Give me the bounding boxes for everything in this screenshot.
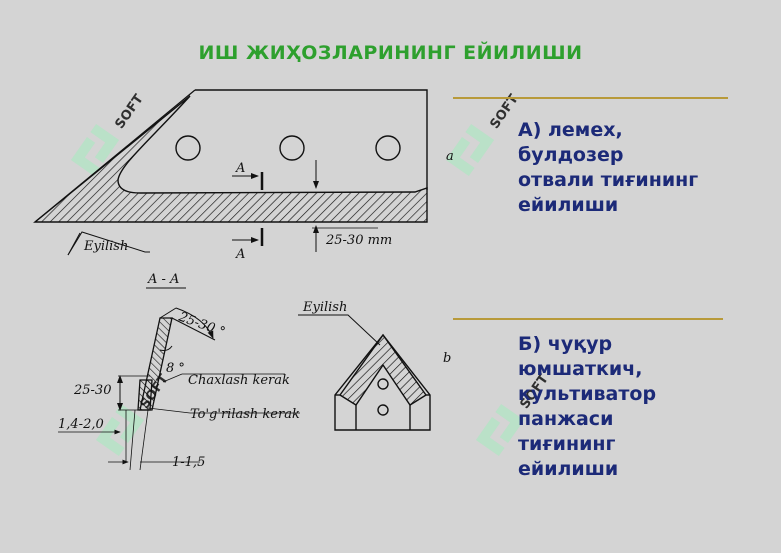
caption-line: культиватор: [518, 383, 657, 405]
caption-line: булдозер: [518, 144, 624, 166]
section-profile: [58, 307, 300, 471]
plowshare-figure: [33, 89, 428, 256]
straighten-note: To'g'rilash kerak: [190, 407, 300, 422]
figure-letter: a: [446, 149, 454, 164]
chamfer-note: Chaxlash kerak: [188, 373, 290, 388]
separator-line: [453, 318, 723, 320]
caption-line: ейилиши: [518, 194, 619, 216]
dimension-height: 25-30: [73, 383, 111, 398]
sweep-figure: [298, 314, 431, 431]
share-body-outline: [195, 89, 428, 190]
angle-outer-label: 25-30 °: [176, 309, 227, 340]
bolt-hole: [175, 135, 201, 161]
bolt-hole: [279, 135, 305, 161]
figure-letter: b: [443, 351, 451, 366]
caption-a: А) лемех, булдозер отвали тиғининг ейили…: [518, 118, 698, 218]
section-title: A - A: [147, 272, 179, 287]
wear-label: Eyilish: [302, 300, 347, 315]
caption-line: тиғининг: [518, 433, 616, 455]
caption-line: А) лемех,: [518, 119, 623, 141]
slide-title: ИШ ЖИҲОЗЛАРИНИНГ ЕЙИЛИШИ: [198, 42, 583, 64]
dimension-edge: 1-1,5: [172, 455, 205, 470]
bolt-hole: [375, 135, 401, 161]
caption-line: панжаси: [518, 408, 614, 430]
wear-label: Eyilish: [83, 239, 128, 254]
section-mark: A: [235, 247, 245, 262]
caption-line: юмшаткич,: [518, 358, 643, 380]
dimension-label: 25-30 mm: [325, 233, 392, 248]
angle-inner-label: 8 °: [166, 361, 185, 376]
separator-line: [453, 97, 728, 99]
caption-line: ейилиши: [518, 458, 619, 480]
caption-line: отвали тиғининг: [518, 169, 699, 191]
worn-edge-area: [33, 95, 428, 223]
caption-b: Б) чуқур юмшаткич, культиватор панжаси т…: [518, 332, 656, 482]
dimension-thickness: 1,4-2,0: [58, 417, 104, 432]
section-mark: A: [235, 161, 245, 176]
caption-line: Б) чуқур: [518, 333, 613, 355]
